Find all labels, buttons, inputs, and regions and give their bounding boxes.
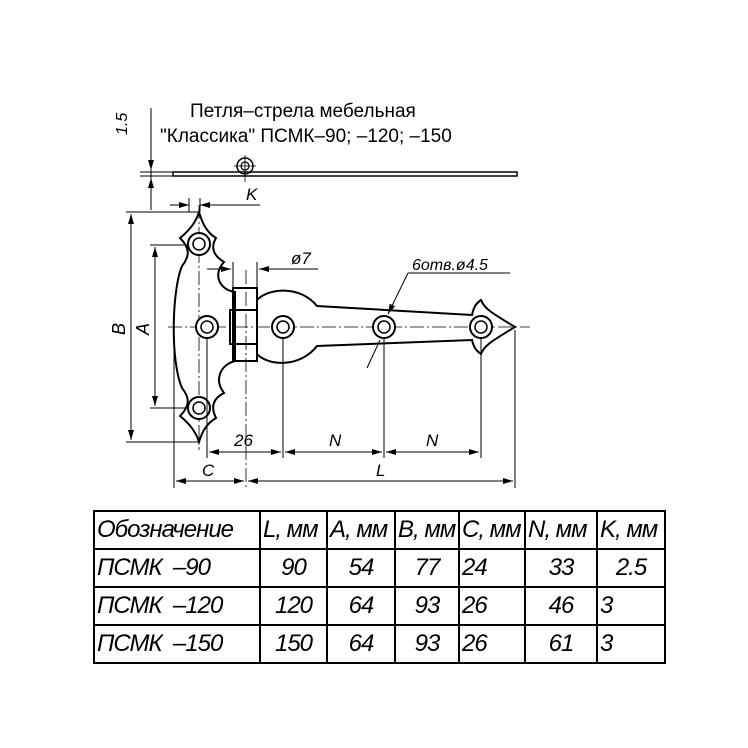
cell-l: 150 <box>259 624 328 664</box>
n-label-2: N <box>426 431 439 450</box>
pin-diameter-label: ø7 <box>291 249 311 268</box>
l-label: L <box>376 461 385 480</box>
title-line-2: "Классика" ПСМК–90; –120; –150 <box>160 126 452 147</box>
header-designation: Обозначение <box>93 510 261 550</box>
cell-designation: ПСМК –90 <box>93 548 261 588</box>
cell-k: 3 <box>596 624 666 664</box>
a-label: A <box>133 323 153 336</box>
cell-n: 46 <box>524 586 598 626</box>
dim-26-label: 26 <box>233 431 253 450</box>
cell-c: 24 <box>458 548 526 588</box>
header-n: N, мм <box>524 510 598 550</box>
hole-icon <box>187 232 211 256</box>
title-line-1: Петля–стрела мебельная <box>190 101 416 122</box>
cell-designation: ПСМК –150 <box>93 624 261 664</box>
hole-icon <box>469 315 493 339</box>
hole-icon <box>271 315 295 339</box>
cell-l: 120 <box>259 586 328 626</box>
cell-l: 90 <box>259 548 328 588</box>
cell-c: 26 <box>458 624 526 664</box>
cell-n: 33 <box>524 548 598 588</box>
cell-n: 61 <box>524 624 598 664</box>
table-row: ПСМК –120 120 64 93 26 46 3 <box>93 586 666 626</box>
cell-a: 64 <box>326 624 396 664</box>
cell-b: 93 <box>394 586 460 626</box>
header-c: C, мм <box>458 510 526 550</box>
cell-a: 54 <box>326 548 396 588</box>
table-row: ПСМК –150 150 64 93 26 61 3 <box>93 624 666 664</box>
hole-icon <box>372 315 396 339</box>
cell-c: 26 <box>458 586 526 626</box>
cell-a: 64 <box>326 586 396 626</box>
hole-icon <box>195 315 219 339</box>
table-row: ПСМК –90 90 54 77 24 33 2.5 <box>93 548 666 588</box>
dimension-lines <box>126 211 516 488</box>
header-a: A, мм <box>326 510 396 550</box>
header-k: K, мм <box>596 510 666 550</box>
c-label: C <box>202 461 215 480</box>
thickness-label: 1.5 <box>114 113 131 135</box>
table-header-row: Обозначение L, мм A, мм B, мм C, мм N, м… <box>93 510 666 550</box>
n-label-1: N <box>329 431 342 450</box>
cell-b: 77 <box>394 548 460 588</box>
side-view <box>140 108 518 212</box>
mounting-holes <box>187 232 493 420</box>
header-l: L, мм <box>259 510 328 550</box>
cell-b: 93 <box>394 624 460 664</box>
sizes-table: Обозначение L, мм A, мм B, мм C, мм N, м… <box>93 510 666 664</box>
b-label: B <box>109 323 129 335</box>
holes-label: 6отв.ø4.5 <box>412 257 488 274</box>
cell-designation: ПСМК –120 <box>93 586 261 626</box>
header-b: B, мм <box>394 510 460 550</box>
k-label: K <box>246 185 258 204</box>
cell-k: 2.5 <box>596 548 666 588</box>
cell-k: 3 <box>596 586 666 626</box>
